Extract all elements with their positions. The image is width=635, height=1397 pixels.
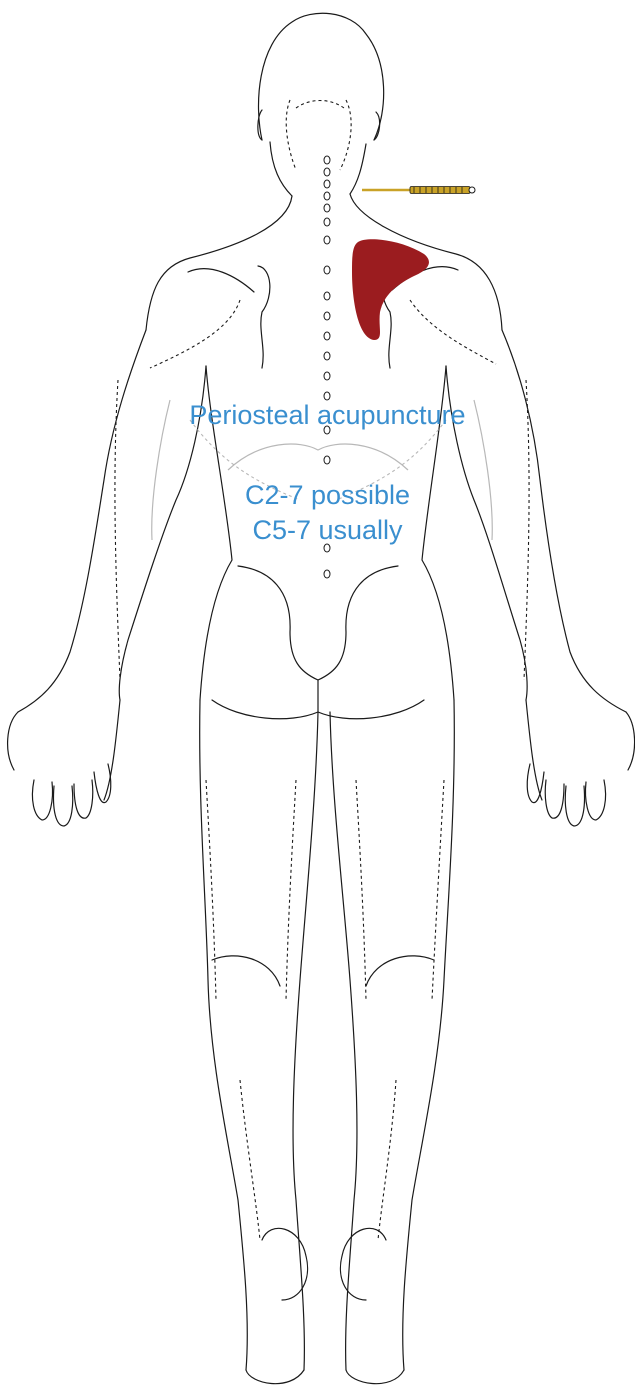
body-outline <box>8 13 635 1383</box>
levels-possible-label: C2-7 possible <box>0 478 635 512</box>
dermatome-lines <box>115 100 529 1240</box>
acupuncture-needle-icon <box>362 187 475 194</box>
technique-label: Periosteal acupuncture <box>0 398 635 432</box>
levels-usual-label: C5-7 usually <box>0 513 635 547</box>
